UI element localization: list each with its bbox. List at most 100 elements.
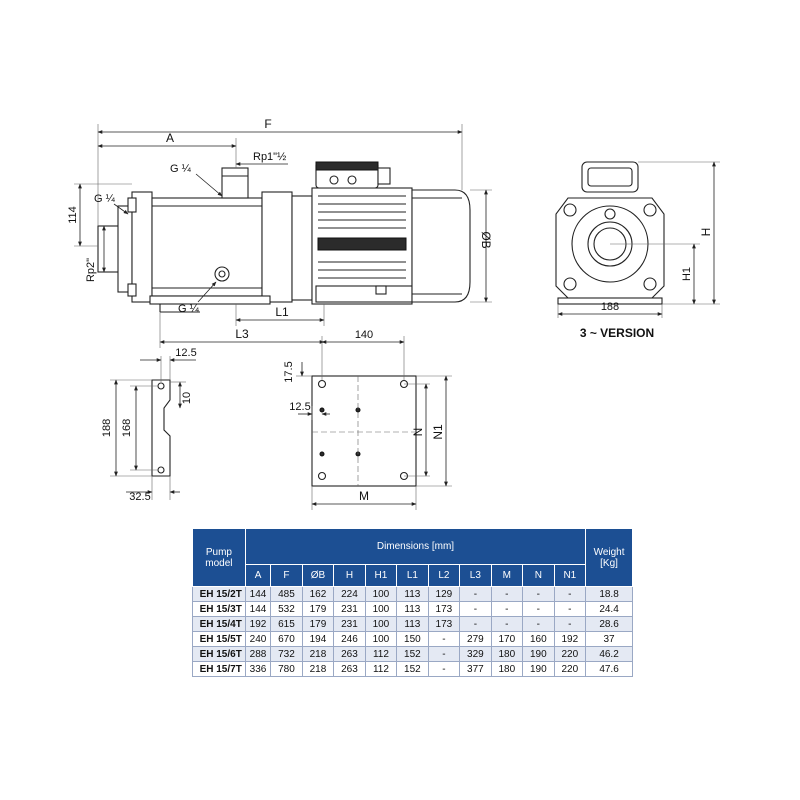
label-188-left: 188	[101, 419, 113, 437]
cell-value: -	[522, 616, 555, 632]
cell-value: 100	[364, 616, 398, 632]
cell-value: 732	[270, 646, 303, 662]
cell-value: 179	[301, 616, 335, 632]
technical-drawing: F A Rp1"½ G ¼ G ¼ 114 Rp2" G ¼ L1 L3	[67, 117, 720, 510]
cell-value: 263	[333, 646, 366, 662]
cell-value: 231	[333, 601, 366, 617]
cell-value: 160	[522, 631, 555, 647]
motor-fins	[317, 195, 407, 287]
cell-value: 144	[244, 601, 272, 617]
cell-value: 129	[427, 586, 461, 602]
cell-value: 180	[490, 646, 524, 662]
cell-value: 112	[364, 661, 398, 677]
cell-weight: 37	[585, 631, 633, 647]
header-dimensions: Dimensions [mm]	[244, 528, 587, 565]
cell-value: 173	[427, 616, 461, 632]
label-17-5: 17.5	[283, 361, 295, 382]
cell-value: 192	[244, 616, 272, 632]
cell-value: 220	[553, 646, 587, 662]
cell-value: 240	[244, 631, 272, 647]
cell-value: 152	[396, 646, 429, 662]
side-view-dimensions: F A Rp1"½ G ¼ G ¼ 114 Rp2" G ¼ L1 L3	[67, 117, 493, 348]
cell-value: -	[490, 586, 524, 602]
label-h1: H1	[681, 267, 693, 281]
cell-model: EH 15/2T	[192, 586, 246, 602]
cell-value: 113	[396, 601, 429, 617]
cell-value: 112	[364, 646, 398, 662]
cell-value: 162	[301, 586, 335, 602]
cell-value: 279	[459, 631, 492, 647]
cell-value: 194	[301, 631, 335, 647]
label-12-5-b: 12.5	[289, 401, 310, 413]
cell-value: 144	[244, 586, 272, 602]
cell-value: 485	[270, 586, 303, 602]
cell-value: -	[553, 616, 587, 632]
cell-model: EH 15/4T	[192, 616, 246, 632]
label-140: 140	[355, 329, 373, 341]
column-header: H1	[364, 564, 398, 587]
label-version: 3 ~ VERSION	[580, 326, 654, 340]
cell-value: 615	[270, 616, 303, 632]
label-g14-top: G ¼	[170, 163, 192, 175]
cell-value: 173	[427, 601, 461, 617]
cell-value: -	[490, 616, 524, 632]
cell-model: EH 15/3T	[192, 601, 246, 617]
header-pump-model: Pump model	[192, 528, 246, 587]
label-m: M	[359, 489, 369, 503]
label-32-5: 32.5	[129, 491, 150, 503]
cell-value: 152	[396, 661, 429, 677]
column-header: N1	[553, 564, 587, 587]
cell-value: 246	[333, 631, 366, 647]
label-l1: L1	[275, 305, 289, 319]
cell-value: 150	[396, 631, 429, 647]
foot-side-profile: 12.5 10 188 168 32.5	[101, 347, 197, 503]
cell-value: 190	[522, 646, 555, 662]
label-rp1: Rp1"½	[253, 151, 286, 163]
cell-value: 670	[270, 631, 303, 647]
cell-value: -	[553, 586, 587, 602]
cell-value: -	[522, 601, 555, 617]
cell-value: -	[459, 601, 492, 617]
label-f: F	[264, 117, 271, 131]
cell-value: 113	[396, 586, 429, 602]
label-10: 10	[181, 392, 193, 404]
cell-weight: 28.6	[585, 616, 633, 632]
label-l3: L3	[235, 327, 249, 341]
pump-side-view	[97, 161, 471, 313]
base-plate-view: 140 17.5 12.5 N N1 M	[283, 329, 452, 510]
cell-model: EH 15/6T	[192, 646, 246, 662]
column-header: A	[244, 564, 272, 587]
column-header: F	[270, 564, 303, 587]
front-view-dimensions: 188 H H1 3 ~ VERSION	[557, 161, 720, 340]
label-n: N	[411, 428, 425, 437]
cell-value: -	[522, 586, 555, 602]
dimensions-table: Pump model Dimensions [mm] Weight [Kg] A…	[192, 528, 633, 677]
column-header: H	[333, 564, 366, 587]
cell-weight: 46.2	[585, 646, 633, 662]
cell-model: EH 15/5T	[192, 631, 246, 647]
label-12-5-a: 12.5	[175, 347, 196, 359]
label-188-front: 188	[601, 301, 619, 313]
pump-front-view	[555, 161, 665, 305]
cell-value: 329	[459, 646, 492, 662]
column-header: ØB	[301, 564, 335, 587]
label-g14-bottom: G ¼	[178, 303, 200, 315]
cell-value: 179	[301, 601, 335, 617]
cell-value: 220	[553, 661, 587, 677]
cell-value: 170	[490, 631, 524, 647]
column-header: L3	[459, 564, 492, 587]
cell-value: 532	[270, 601, 303, 617]
cell-value: -	[459, 586, 492, 602]
cell-value: 192	[553, 631, 587, 647]
label-168: 168	[121, 419, 133, 437]
column-header: L1	[396, 564, 429, 587]
cell-value: -	[553, 601, 587, 617]
cell-value: -	[427, 646, 461, 662]
cell-value: 113	[396, 616, 429, 632]
